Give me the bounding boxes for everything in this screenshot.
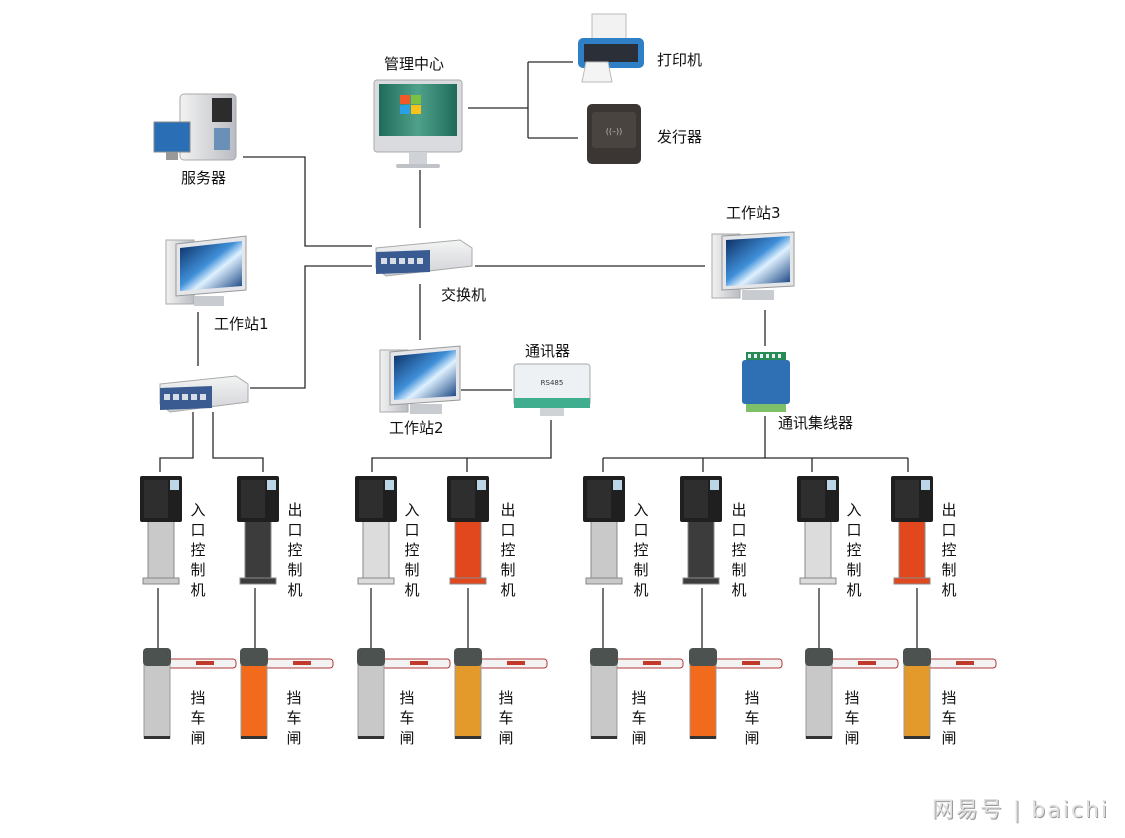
svg-text:RS485: RS485 <box>541 379 564 387</box>
controller-8-icon <box>891 476 933 585</box>
printer-label: 打印机 <box>657 51 703 69</box>
controller-4-label: 出口控制机 <box>500 501 516 599</box>
controller-3-label: 入口控制机 <box>404 501 420 599</box>
watermark: 网易号 | baichi <box>931 798 1109 823</box>
barrier-gate-6-label: 挡车闸 <box>744 689 760 747</box>
controller-2-label: 出口控制机 <box>287 501 303 599</box>
comm-hub-label: 通讯集线器 <box>778 414 854 432</box>
server-icon <box>153 93 237 161</box>
barrier-gate-8-icon <box>903 648 997 739</box>
server-label: 服务器 <box>181 169 227 187</box>
issuer-label: 发行器 <box>657 128 703 146</box>
barrier-gate-3-label: 挡车闸 <box>399 689 415 747</box>
controller-5-icon <box>583 476 625 585</box>
barrier-gate-4-label: 挡车闸 <box>498 689 514 747</box>
card-issuer-icon: ((–)) <box>587 104 641 164</box>
barrier-gate-5-label: 挡车闸 <box>631 689 647 747</box>
barrier-gate-1-icon <box>143 648 237 739</box>
communicator-device-icon: RS485 <box>513 363 591 416</box>
connection-lines <box>157 61 918 648</box>
barrier-gate-3-icon <box>357 648 451 739</box>
barrier-gate-7-icon <box>805 648 899 739</box>
workstation2-computer-icon <box>379 345 461 414</box>
svg-text:((–)): ((–)) <box>606 127 622 136</box>
workstation1-label: 工作站1 <box>214 315 269 333</box>
controller-1-label: 入口控制机 <box>190 501 206 599</box>
barrier-gate-7-label: 挡车闸 <box>844 689 860 747</box>
controller-6-icon <box>680 476 722 585</box>
controller-5-label: 入口控制机 <box>633 501 649 599</box>
switch-label: 交换机 <box>441 286 487 304</box>
management-center-computer-icon <box>373 79 463 168</box>
barrier-gate-6-icon <box>689 648 783 739</box>
communicator-label: 通讯器 <box>525 342 571 360</box>
workstation1-switch-icon <box>159 375 249 413</box>
controller-2-icon <box>237 476 279 585</box>
management-center-label: 管理中心 <box>384 55 445 73</box>
workstation3-computer-icon <box>711 231 795 300</box>
barrier-gate-2-icon <box>240 648 334 739</box>
barrier-gate-1-label: 挡车闸 <box>190 689 206 747</box>
barrier-gate-4-icon <box>454 648 548 739</box>
controller-7-icon <box>797 476 839 585</box>
controller-7-label: 入口控制机 <box>846 501 862 599</box>
workstation3-label: 工作站3 <box>726 204 781 222</box>
workstation2-label: 工作站2 <box>389 419 444 437</box>
barrier-gate-8-label: 挡车闸 <box>941 689 957 747</box>
controller-4-icon <box>447 476 489 585</box>
communication-hub-icon <box>742 352 790 412</box>
barrier-gate-2-label: 挡车闸 <box>286 689 302 747</box>
controller-8-label: 出口控制机 <box>941 501 957 599</box>
workstation1-computer-icon <box>165 235 247 306</box>
controller-1-icon <box>140 476 182 585</box>
barrier-gate-5-icon <box>590 648 684 739</box>
controller-3-icon <box>355 476 397 585</box>
main-switch-icon <box>375 239 473 277</box>
controller-6-label: 出口控制机 <box>731 501 747 599</box>
printer-icon <box>578 13 644 83</box>
